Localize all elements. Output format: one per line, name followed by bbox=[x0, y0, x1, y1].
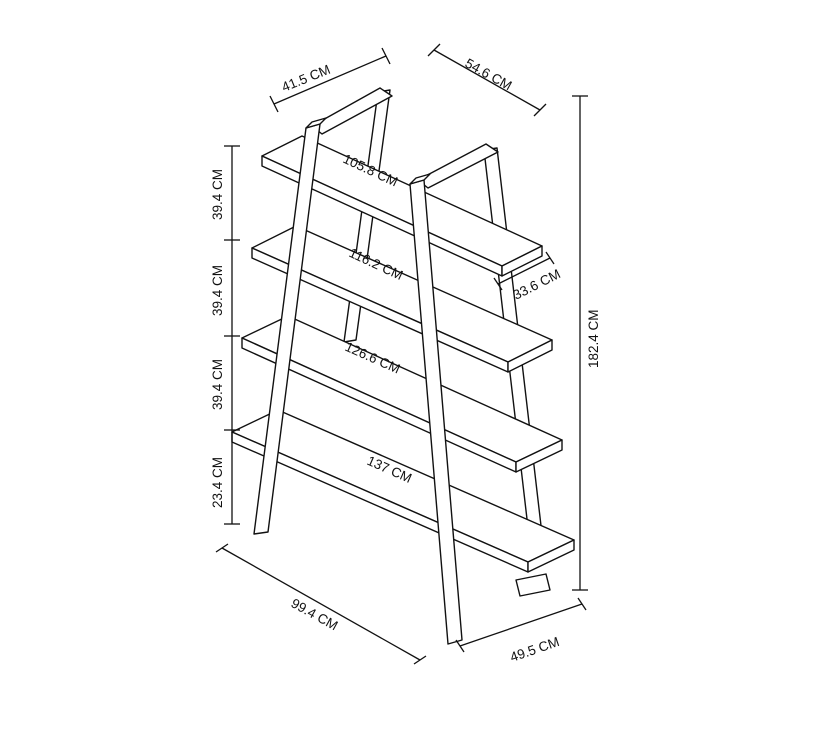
front-right-leg-cap bbox=[409, 173, 431, 185]
label-gap-2: 39.4 CM bbox=[210, 265, 225, 316]
label-gap-1: 39.4 CM bbox=[210, 169, 225, 220]
label-gap-3: 39.4 CM bbox=[210, 359, 225, 410]
label-top-width: 54.6 CM bbox=[463, 56, 515, 94]
label-base-depth: 49.5 CM bbox=[508, 634, 561, 665]
label-gap-bottom: 23.4 CM bbox=[210, 457, 225, 508]
front-left-leg-cap bbox=[305, 117, 327, 129]
shelf-3 bbox=[241, 315, 563, 473]
front-frame bbox=[253, 117, 463, 645]
label-shelf-depth: 33.6 CM bbox=[511, 266, 563, 303]
label-height-total: 182.4 CM bbox=[586, 309, 601, 368]
shelf-2 bbox=[251, 225, 553, 373]
dimension-lines bbox=[215, 43, 588, 665]
label-base-width: 99.4 CM bbox=[289, 596, 341, 634]
